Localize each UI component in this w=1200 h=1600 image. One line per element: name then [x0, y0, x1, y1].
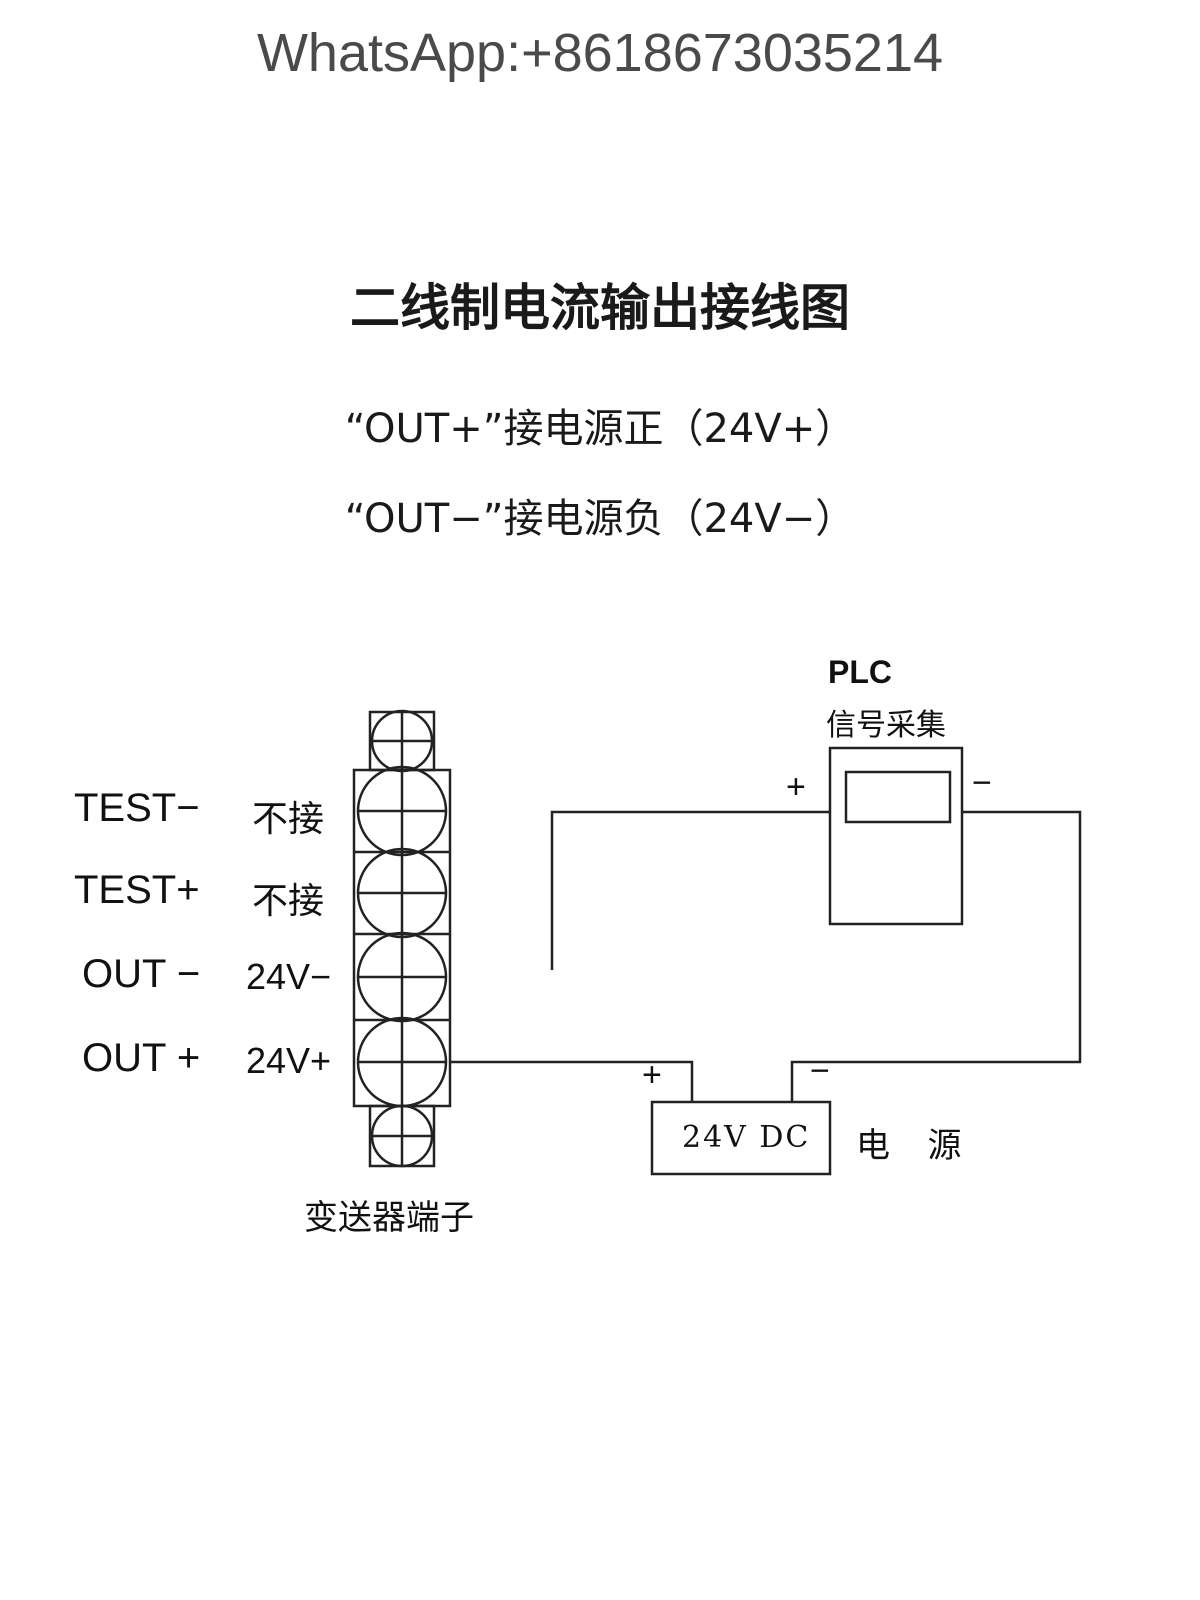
terminal-screw-out-minus [356, 931, 448, 1023]
terminal-screw-test-plus [356, 847, 448, 939]
note-out-plus: “OUT+”接电源正（24V+） [344, 406, 856, 452]
terminal-cap-top [368, 709, 436, 773]
terminal-screw-out-plus [356, 1016, 448, 1108]
psu-voltage-text: 24V DC [682, 1120, 811, 1155]
terminal-block-caption: 变送器端子 [304, 1199, 474, 1237]
wire-out-plus-to-psu-plus [450, 1060, 694, 1102]
plc-display [844, 770, 952, 824]
plc-minus-sign: − [972, 764, 992, 802]
note-out-minus: “OUT−”接电源负（24V−） [344, 496, 856, 542]
terminal-conn-test-plus: 不接 [252, 880, 325, 921]
terminal-label-out-minus: OUT − [82, 952, 201, 996]
whatsapp-contact: WhatsApp:+8618673035214 [256, 23, 944, 83]
plc-plus-sign: + [786, 768, 806, 806]
terminal-label-test-plus: TEST+ [74, 868, 200, 912]
psu-plus-sign: + [642, 1056, 662, 1094]
plc-title: PLC [828, 654, 892, 690]
terminal-screw-test-minus [356, 765, 448, 857]
terminal-conn-out-plus: 24V+ [246, 1040, 332, 1081]
terminal-label-out-plus: OUT + [82, 1036, 201, 1080]
diagram-title: 二线制电流输出接线图 [350, 279, 850, 337]
psu-minus-sign: − [810, 1052, 830, 1090]
plc-device [828, 746, 964, 926]
terminal-conn-out-minus: 24V− [246, 956, 332, 997]
terminal-label-test-minus: TEST− [74, 786, 200, 830]
plc-subtitle: 信号采集 [826, 709, 946, 742]
terminal-conn-test-minus: 不接 [252, 798, 325, 839]
power-supply-box [650, 1100, 832, 1176]
wire-plc-plus-to-out-minus [550, 810, 830, 970]
terminal-cap-bottom [368, 1104, 436, 1168]
psu-label: 电 源 [856, 1127, 976, 1165]
wire-psu-minus-to-plc-minus [790, 810, 1082, 1102]
